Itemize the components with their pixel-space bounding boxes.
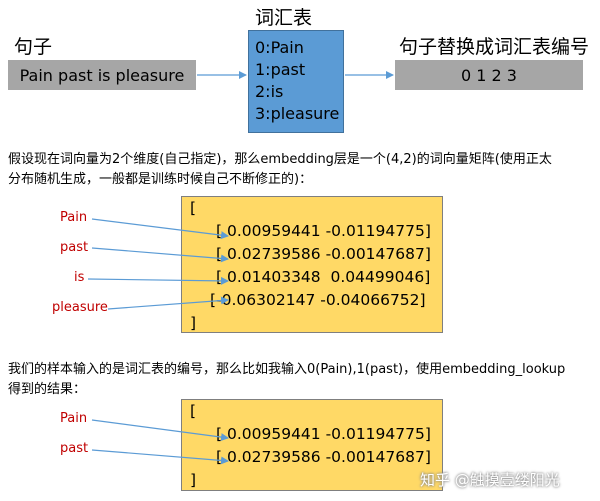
paragraph-2-line-2: 得到的结果： <box>8 382 87 397</box>
vocab-title: 词汇表 <box>255 7 313 29</box>
embedding-matrix: [ [ 0.00959441 -0.01194775] [ 0.02739586… <box>181 196 443 333</box>
vocab-box: 0:Pain 1:past 2:is 3:pleasure <box>248 30 344 133</box>
vocab-entry: 1:past <box>255 60 306 79</box>
paragraph-1-line-1: 假设现在词向量为2个维度(自己指定)，那么embedding层是一个(4,2)的… <box>8 152 552 167</box>
word-label-pleasure: pleasure <box>52 300 108 315</box>
word-label-pain: Pain <box>60 210 88 225</box>
matrix-open-bracket: [ <box>190 402 197 420</box>
watermark: 知乎 @触摸壹缕阳光 <box>420 471 560 489</box>
word-label-past: past <box>60 441 89 456</box>
matrix-row: [ 0.02739586 -0.00147687] <box>216 448 431 466</box>
paragraph-1-line-2: 分布随机生成，一般都是训练时候自己不断修正的)： <box>8 172 313 187</box>
word-label-pain: Pain <box>60 411 88 426</box>
matrix-row: [ 0.01403348 0.04499046] <box>216 268 431 286</box>
paragraph-2-line-1: 我们的样本输入的是词汇表的编号，那么比如我输入0(Pain),1(past)，使… <box>8 362 566 377</box>
matrix-row: [-0.06302147 -0.04066752] <box>210 291 426 309</box>
output-title: 句子替换成词汇表编号 <box>399 36 590 58</box>
lookup-result-matrix: [ [ 0.00959441 -0.01194775] [ 0.02739586… <box>181 399 443 491</box>
output-box: 0 1 2 3 <box>395 60 583 90</box>
matrix-row: [ 0.02739586 -0.00147687] <box>216 245 431 263</box>
matrix-row: [ 0.00959441 -0.01194775] <box>216 425 431 443</box>
matrix-close-bracket: ] <box>190 471 197 489</box>
sentence-box: Pain past is pleasure <box>8 60 196 90</box>
matrix-open-bracket: [ <box>190 199 197 217</box>
vocab-entry: 0:Pain <box>255 38 304 57</box>
word-label-past: past <box>60 240 89 255</box>
sentence-text: Pain past is pleasure <box>19 65 185 85</box>
output-text: 0 1 2 3 <box>461 65 517 85</box>
matrix-close-bracket: ] <box>190 314 197 332</box>
sentence-title: 句子 <box>14 36 53 58</box>
paragraph-1: 假设现在词向量为2个维度(自己指定)，那么embedding层是一个(4,2)的… <box>8 150 598 190</box>
vocab-entry: 2:is <box>255 82 284 101</box>
matrix-row: [ 0.00959441 -0.01194775] <box>216 222 431 240</box>
vocab-entry: 3:pleasure <box>255 104 340 123</box>
word-label-is: is <box>74 270 85 285</box>
paragraph-2: 我们的样本输入的是词汇表的编号，那么比如我输入0(Pain),1(past)，使… <box>8 360 598 400</box>
